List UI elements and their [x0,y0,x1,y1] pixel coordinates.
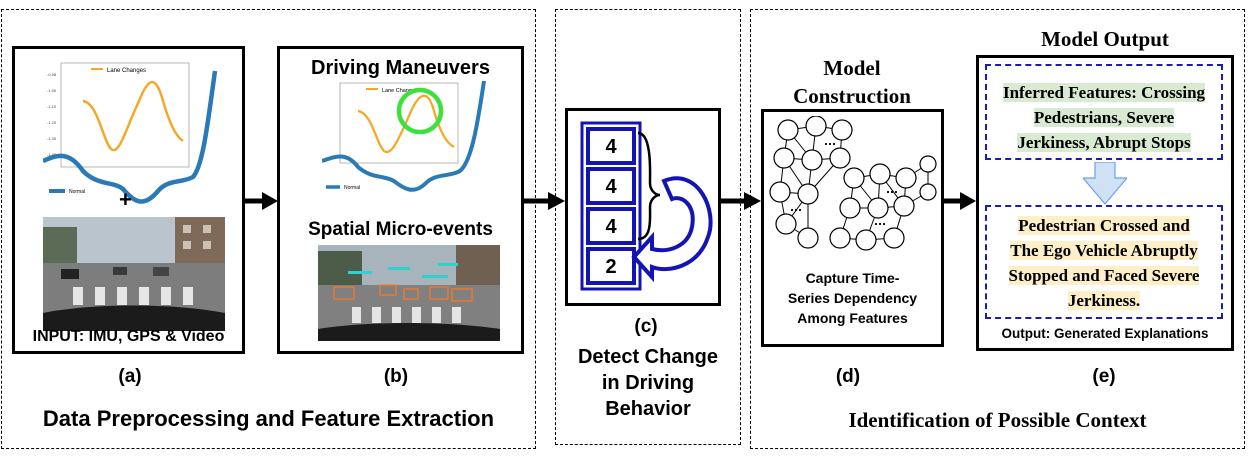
panel-c-title: Detect Change in Driving Behavior [556,344,740,422]
svg-text:-1.40: -1.40 [47,152,57,157]
arrow-d-to-e [944,192,976,210]
panel-a-signal-plot: Lane Changes -0.98 -1.00 -1.10 -1.20 -1.30 -… [43,62,218,204]
panel-e-box: Inferred Features: Crossing Pedestrians,… [976,55,1234,351]
svg-text:-1.30: -1.30 [47,136,57,141]
plus-sign: + [119,187,132,212]
panel-b-label: (b) [383,366,409,387]
arrow-a-to-b [245,192,278,210]
panel-c-title-line1: Detect Change [577,346,719,368]
panel-c-title-line3: Behavior [605,398,691,420]
panel-b-title-maneuvers: Driving Maneuvers [311,57,490,79]
panel-d-caption-line3: Among Features [797,310,908,326]
output-line-2: The Ego Vehicle Abruptly [1010,241,1198,260]
panel-a-input-caption: INPUT: IMU, GPS & Video [32,328,225,345]
neural-network-icon [769,116,937,251]
section-context [750,9,1245,449]
panel-a-label: (a) [118,366,142,387]
panel-d-caption-line2: Series Dependency [787,290,918,306]
panel-b-box: Driving Maneuvers Lane Changes Normal Sp… [277,46,524,354]
svg-text:-1.00: -1.00 [47,88,57,93]
inferred-line-1: Inferred Features: Crossing [1002,83,1206,102]
street-photo-a [43,217,225,331]
panel-d-caption-line1: Capture Time- [805,270,900,286]
inferred-line-3: Jerkiness, Abrupt Stops [1017,133,1191,152]
panel-d-box: Capture Time- Series Dependency Among Fe… [761,109,944,347]
grouping-brace [637,131,661,241]
stack-value-4: 2 [605,256,616,278]
panel-b-inset-legend: Lane Changes [382,88,418,94]
arrow-c-to-d [720,192,761,210]
generated-output-text: Pedestrian Crossed and The Ego Vehicle A… [987,213,1221,313]
panel-d-title: Model Construction [762,54,942,110]
output-line-3: Stopped and Faced Severe [1008,266,1200,285]
arrow-b-to-c [524,192,565,210]
panel-d-title-line1: Model [823,56,881,80]
street-photo-b [318,245,500,341]
panel-d-title-line2: Construction [793,84,911,108]
panel-c-title-line2: in Driving [601,372,695,394]
panel-a-inset-legend: Lane Changes [107,68,146,74]
context-section-title: Identification of Possible Context [848,408,1147,432]
circular-arrow-icon [631,176,713,283]
svg-text:-0.98: -0.98 [47,72,57,77]
preprocessing-section-title: Data Preprocessing and Feature Extractio… [42,406,495,431]
stack-value-3: 4 [605,216,617,238]
panel-c-label: (c) [634,316,658,337]
down-arrow-icon [1083,162,1127,205]
panel-a-main-legend: Normal [69,189,85,195]
stack-value-1: 4 [605,136,617,158]
inferred-line-2: Pedestrians, Severe [1033,108,1175,127]
panel-b-signal-plot: Lane Changes Normal [322,81,486,192]
stack-value-2: 4 [605,176,617,198]
panel-c-box: 4 4 4 2 [565,108,721,306]
panel-e-label: (e) [1092,366,1116,387]
output-line-1: Pedestrian Crossed and [1018,216,1190,235]
panel-a-box: Lane Changes -0.98 -1.00 -1.10 -1.20 -1.30 -… [12,46,245,354]
output-line-4: Jerkiness. [1067,291,1141,310]
panel-d-caption: Capture Time- Series Dependency Among Fe… [764,268,941,328]
panel-d-label: (d) [835,366,861,387]
svg-text:-1.20: -1.20 [47,120,57,125]
panel-b-title-micro: Spatial Micro-events [308,219,493,240]
panel-e-caption: Output: Generated Explanations [1001,326,1209,341]
panel-e-title: Model Output [1041,27,1169,51]
change-detection-graphic: 4 4 4 2 [580,121,713,291]
inferred-features-text: Inferred Features: Crossing Pedestrians,… [987,80,1221,155]
panel-b-main-legend: Normal [344,185,360,191]
svg-text:-1.10: -1.10 [47,104,57,109]
section-change-detection [555,9,741,445]
generated-output-box: Pedestrian Crossed and The Ego Vehicle A… [985,205,1223,319]
inferred-features-box: Inferred Features: Crossing Pedestrians,… [985,64,1223,160]
section-preprocessing [1,9,536,449]
